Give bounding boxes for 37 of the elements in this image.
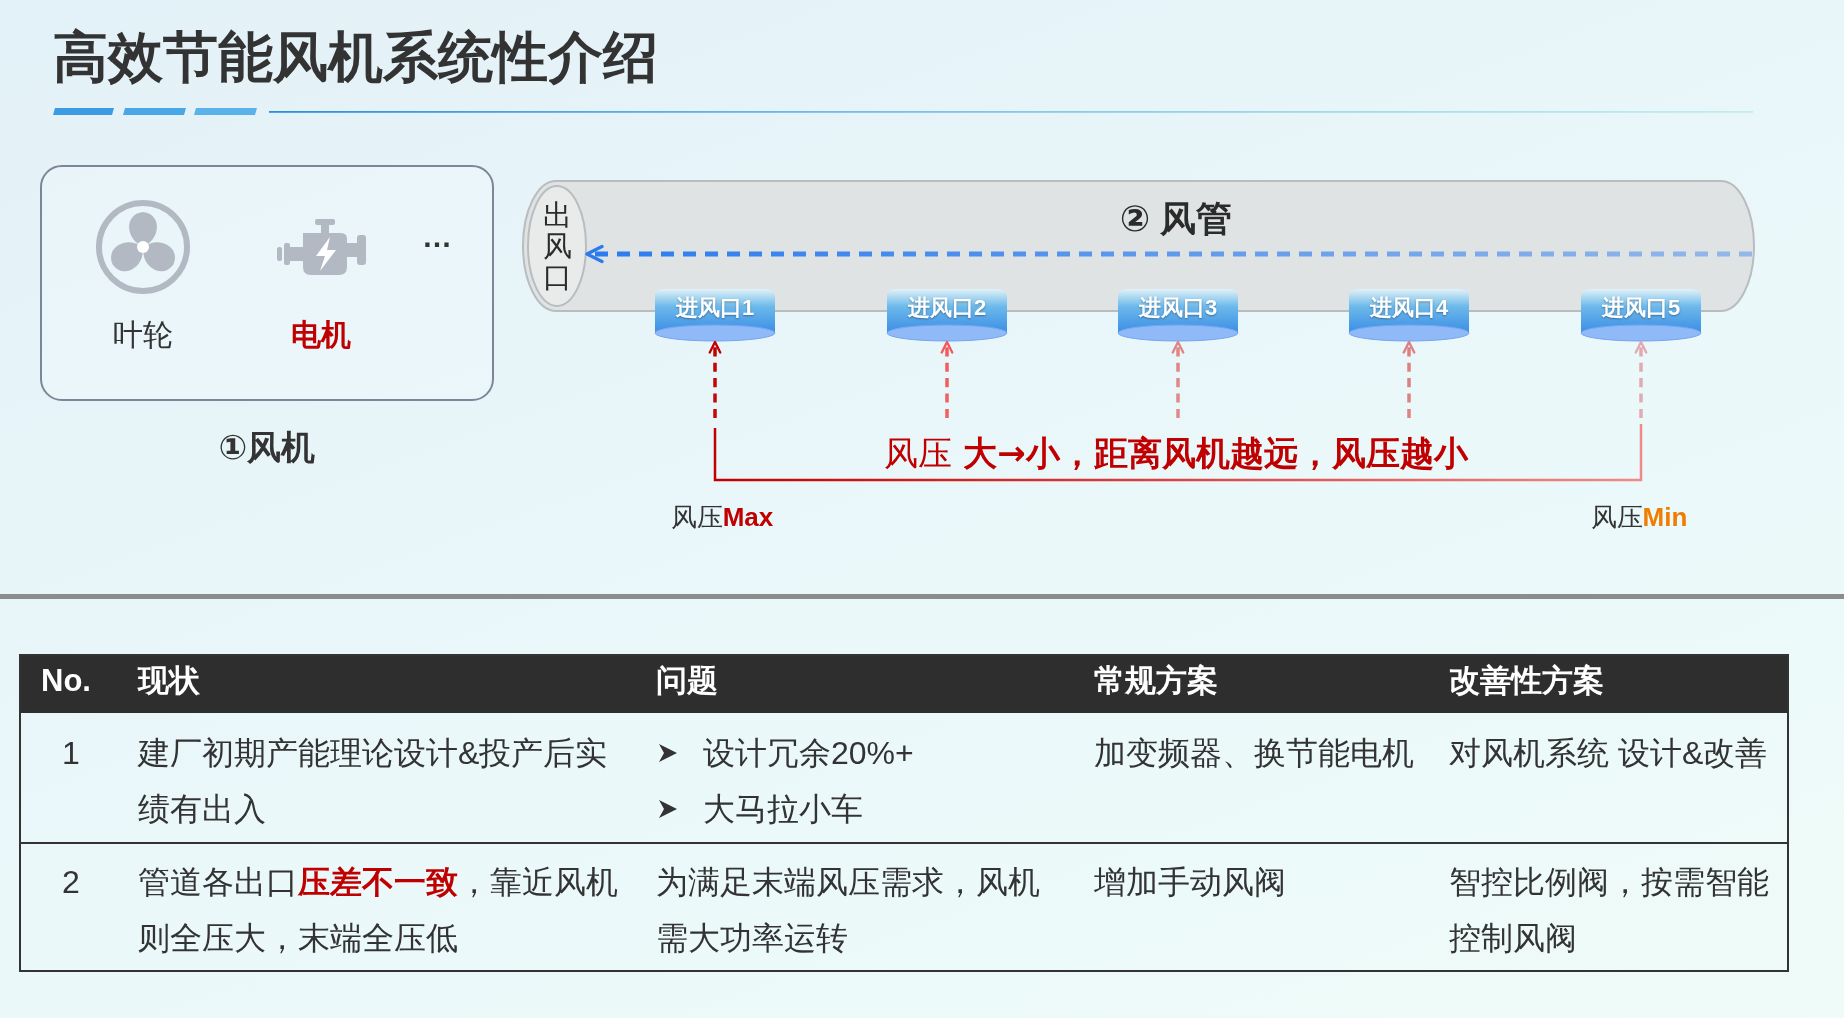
dashed-arrow xyxy=(1171,340,1185,418)
component-label: 叶轮 xyxy=(113,317,173,353)
inlet-label: 进风口5 xyxy=(1601,295,1681,321)
duct-title: ② 风管 xyxy=(1119,198,1233,240)
pressure-label: 风压Max xyxy=(670,501,774,533)
table-text: 建厂初期产能理论设计&投产后实绩有出入 xyxy=(138,734,609,829)
annotation-text: 风压 大→小，距离风机越远，风压越小 xyxy=(884,433,1468,473)
outlet-label: 出风口 xyxy=(541,199,573,293)
table-text: 管道各出口压差不一致，靠近风机则全压大，末端全压低 xyxy=(138,863,619,958)
column-header: No. xyxy=(41,663,91,699)
dashed-arrow xyxy=(708,340,722,418)
component-label: 电机 xyxy=(291,317,351,353)
table-text: 智控比例阀，按需智能控制风阀 xyxy=(1449,863,1770,958)
pressure-label: 风压Min xyxy=(1590,501,1688,533)
table-text: 加变频器、换节能电机 xyxy=(1094,734,1414,773)
column-header: 现状 xyxy=(138,663,200,699)
dashed-arrow xyxy=(585,244,1752,264)
bullet-text: 大马拉小车 xyxy=(703,790,863,829)
column-header: 改善性方案 xyxy=(1449,663,1604,699)
ellipsis-text: … xyxy=(422,220,452,254)
inlet-label: 进风口1 xyxy=(675,295,755,321)
group-heading: ①风机 xyxy=(218,427,316,467)
table-text: 为满足末端风压需求，风机需大功率运转 xyxy=(656,863,1041,958)
inlet-label: 进风口4 xyxy=(1369,295,1449,321)
slide-title: 高效节能风机系统性介绍 xyxy=(53,26,658,88)
row-number: 1 xyxy=(62,734,80,773)
inlet-label: 进风口3 xyxy=(1138,295,1218,321)
row-number: 2 xyxy=(62,863,80,902)
column-header: 问题 xyxy=(656,663,718,699)
dashed-arrow xyxy=(1402,340,1416,418)
bullet-text: 设计冗余20%+ xyxy=(703,734,914,773)
table-text: 增加手动风阀 xyxy=(1094,863,1286,902)
table-text: 对风机系统 设计&改善 xyxy=(1449,734,1768,773)
dashed-arrow xyxy=(1634,340,1648,418)
column-header: 常规方案 xyxy=(1094,663,1218,699)
dashed-arrow xyxy=(940,340,954,418)
inlet-label: 进风口2 xyxy=(907,295,987,321)
